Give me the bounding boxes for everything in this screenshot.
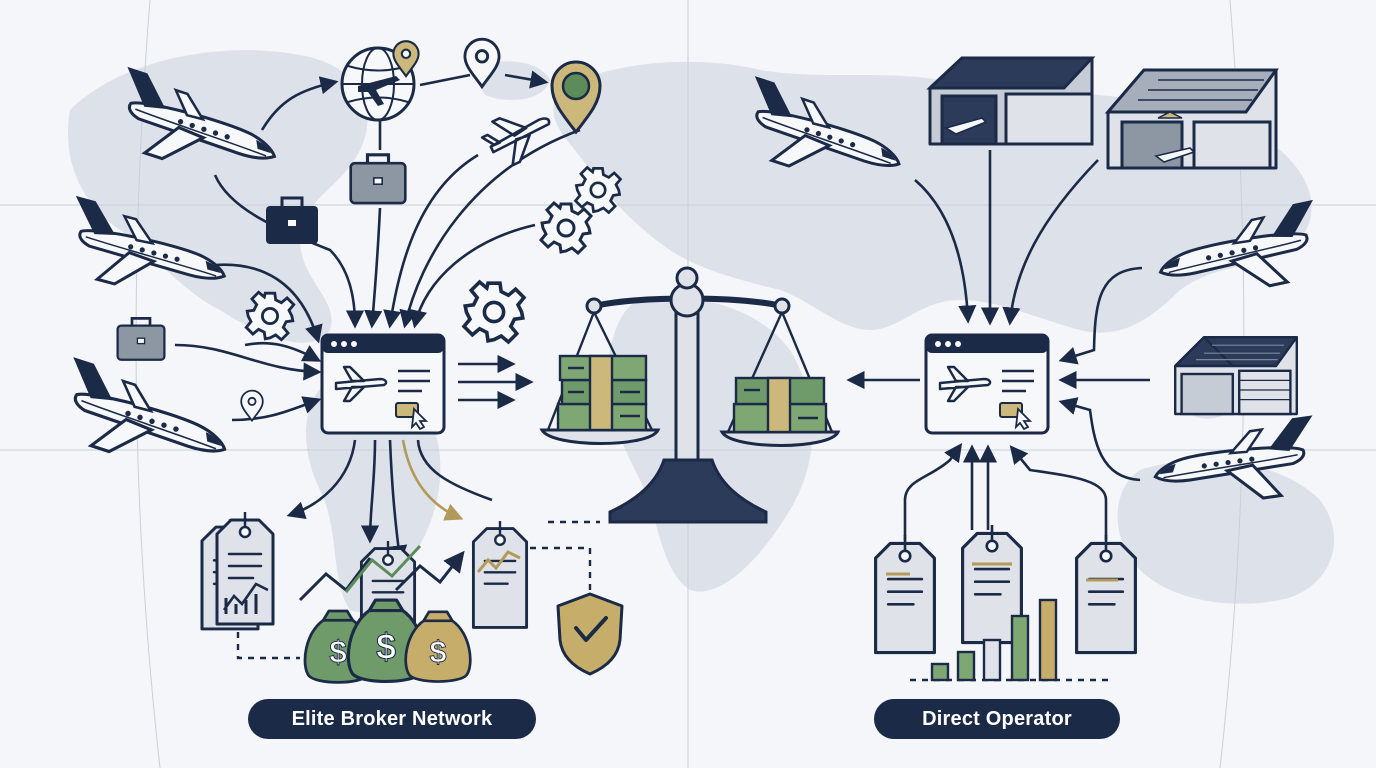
briefcase-icon: [116, 317, 166, 362]
shield-check-icon: [556, 592, 624, 676]
operator-inflow-arrows: [846, 150, 1150, 540]
location-pin-icon: [550, 60, 602, 135]
gear-icon: [539, 201, 593, 255]
cash-stack-icon: [556, 354, 648, 432]
direct-operator-label: Direct Operator: [874, 699, 1120, 739]
hangar-icon: [1104, 68, 1279, 170]
price-tag-stack: [200, 510, 275, 631]
hangar-icon: [926, 56, 1096, 146]
booking-screen-icon: [924, 333, 1050, 435]
broker-outflow-arrows: [286, 439, 493, 564]
globe-plane-icon: [340, 40, 420, 122]
bar-chart-icon: [930, 598, 1058, 682]
trend-chart-icon: [222, 582, 269, 611]
broker-to-scale-arrows: [458, 354, 534, 410]
briefcase-icon: [349, 153, 407, 205]
hangar-icon: [1173, 336, 1299, 416]
price-tag-icon: [471, 519, 529, 629]
location-pin-icon: [240, 389, 264, 422]
broker-inflow-arrows: [174, 70, 581, 422]
svg-text:$: $: [429, 635, 446, 669]
gear-icon: [574, 166, 622, 214]
private-jet-icon: [49, 357, 239, 487]
trend-chart-icon: [298, 544, 521, 602]
price-tag-icon: [961, 523, 1023, 645]
price-tag-icon: [874, 533, 936, 655]
gear-icon: [244, 290, 296, 342]
cash-stack-icon: [732, 376, 828, 434]
broker-network-label: Elite Broker Network: [248, 699, 536, 739]
booking-screen-icon: [320, 333, 446, 435]
gear-icon: [462, 280, 526, 344]
money-bag-icon: $: [404, 610, 472, 683]
price-tag-icon: [1075, 533, 1137, 655]
plane-icon: [480, 116, 551, 167]
broker-dashed-links: [236, 520, 600, 660]
